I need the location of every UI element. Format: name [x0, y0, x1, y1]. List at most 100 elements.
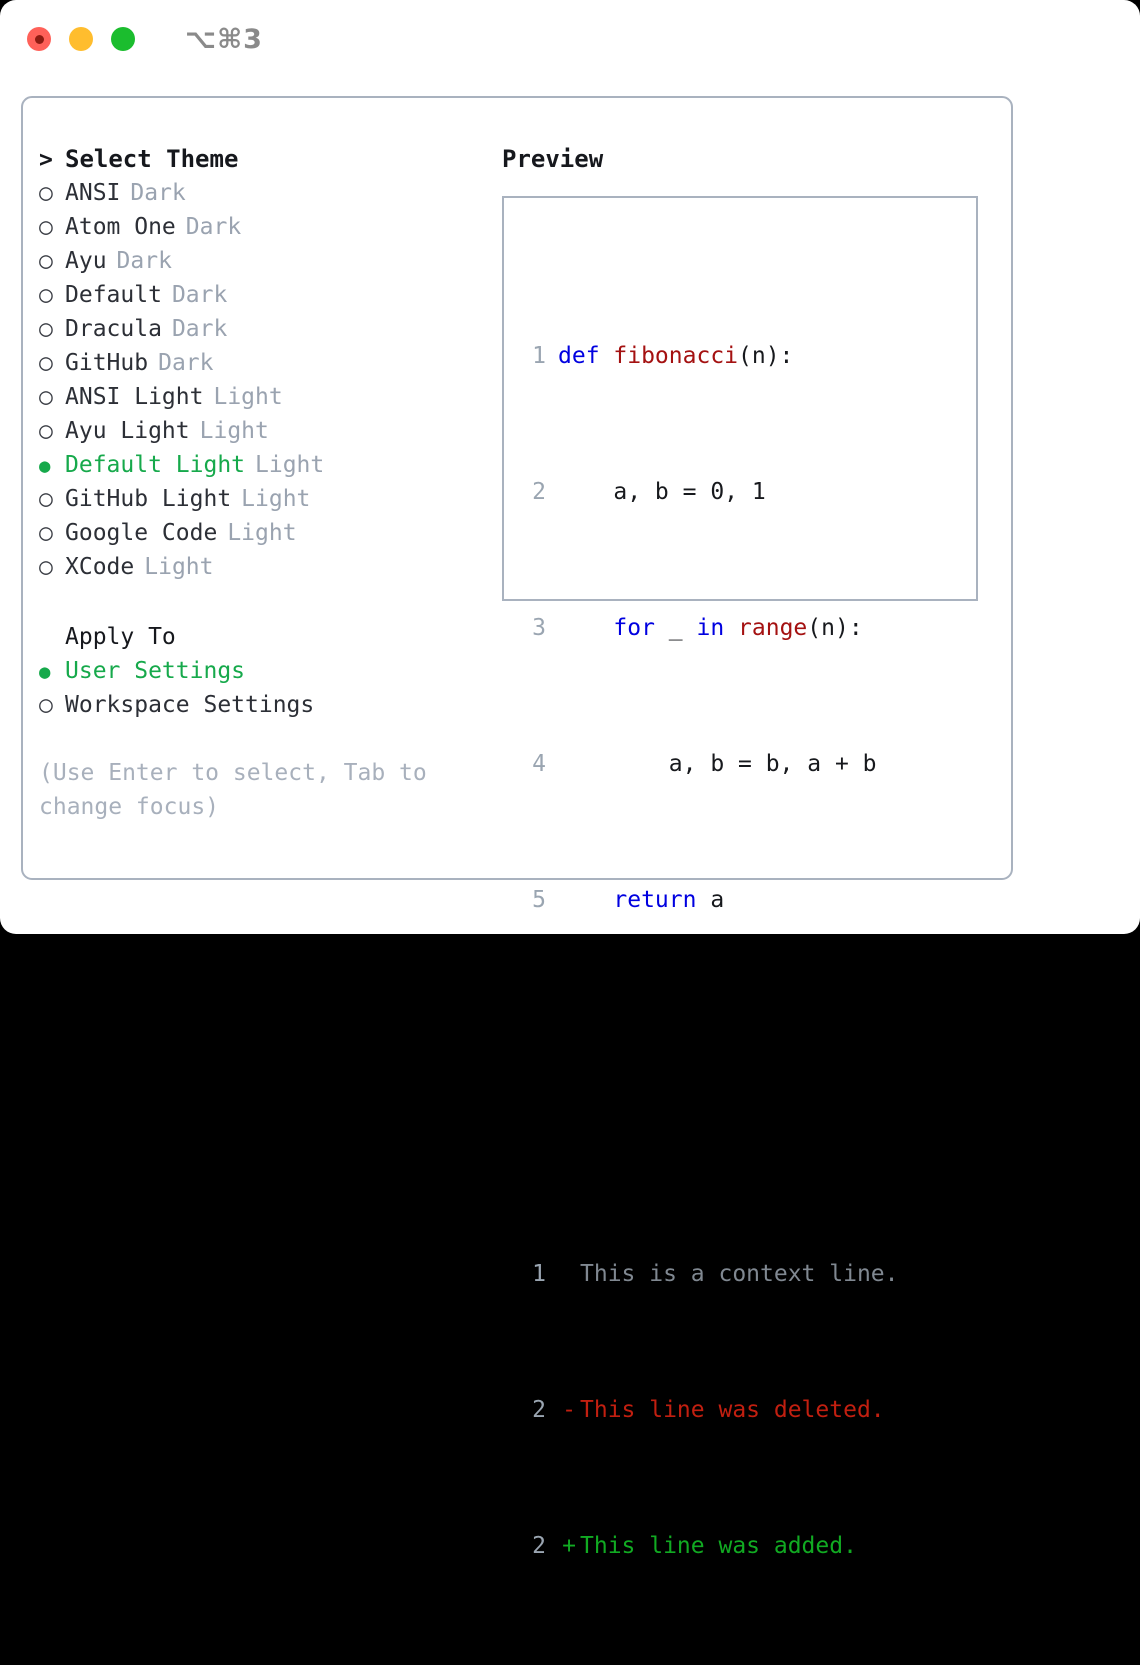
code-token: a, b = 0, 1 — [558, 479, 766, 505]
radio-unselected-icon[interactable]: ○ — [39, 486, 53, 512]
minimize-button-icon[interactable] — [69, 27, 93, 51]
code-token: for — [613, 615, 655, 641]
line-number: 4 — [532, 751, 546, 777]
list-gap-spacer — [39, 584, 499, 620]
code-line: 2 a, b = 0, 1 — [516, 475, 899, 509]
radio-unselected-icon[interactable]: ○ — [39, 248, 53, 274]
apply-to-title: Apply To — [65, 624, 176, 650]
code-blank-line — [516, 1121, 899, 1155]
prompt-caret-icon: > — [39, 147, 53, 173]
code-token: return — [613, 887, 697, 913]
theme-mode-badge: Light — [241, 486, 311, 512]
radio-unselected-icon[interactable]: ○ — [39, 214, 53, 240]
code-blank-line — [516, 1019, 899, 1053]
radio-selected-icon[interactable]: ● — [39, 661, 51, 683]
theme-name: Ayu Light — [65, 418, 190, 444]
line-number: 3 — [532, 615, 546, 641]
code-token: def — [558, 343, 614, 369]
code-token: (n): — [807, 615, 863, 641]
line-number: 2 — [532, 1397, 546, 1423]
line-number: 2 — [532, 1533, 546, 1559]
theme-name: GitHub — [65, 350, 149, 376]
preview-column: Preview 1 def fibonacci (n): 2 a, b = 0,… — [502, 142, 1002, 1559]
main-panel: > Select Theme ○ ANSI Dark ○ Atom One Da… — [21, 96, 1013, 1559]
radio-selected-icon[interactable]: ● — [39, 455, 51, 477]
theme-mode-badge: Light — [144, 554, 214, 580]
theme-mode-badge: Light — [213, 384, 283, 410]
apply-to-option-user-settings[interactable]: ● User Settings — [39, 654, 499, 688]
window-controls — [27, 27, 135, 51]
theme-mode-badge: Dark — [130, 180, 186, 206]
diff-sign — [558, 1257, 580, 1291]
theme-name: Atom One — [65, 214, 176, 240]
radio-unselected-icon[interactable]: ○ — [39, 692, 53, 718]
apply-to-option-workspace-settings[interactable]: ○ Workspace Settings — [39, 688, 499, 722]
radio-unselected-icon[interactable]: ○ — [39, 554, 53, 580]
title-bar: ⌥⌘3 — [0, 0, 1140, 78]
radio-unselected-icon[interactable]: ○ — [39, 350, 53, 376]
diff-text: This line was added. — [580, 1533, 857, 1559]
theme-name: Default — [65, 282, 162, 308]
diff-text: This line was deleted. — [580, 1397, 885, 1423]
diff-sign: + — [562, 1533, 576, 1559]
code-token: a, b = b, a + b — [558, 751, 877, 777]
radio-unselected-icon[interactable]: ○ — [39, 282, 53, 308]
close-button-icon[interactable] — [27, 27, 51, 51]
theme-option-atom-one-dark[interactable]: ○ Atom One Dark — [39, 210, 499, 244]
radio-unselected-icon[interactable]: ○ — [39, 384, 53, 410]
code-token: range — [738, 615, 808, 641]
line-number: 5 — [532, 887, 546, 913]
line-number: 1 — [532, 343, 546, 369]
radio-unselected-icon[interactable]: ○ — [39, 520, 53, 546]
code-line: 3 for _ in range (n): — [516, 611, 899, 645]
code-sample: 1 def fibonacci (n): 2 a, b = 0, 1 3 — [516, 237, 899, 1665]
code-token — [558, 611, 613, 645]
theme-mode-badge: Dark — [116, 248, 172, 274]
theme-option-google-code[interactable]: ○ Google Code Light — [39, 516, 499, 550]
theme-option-dracula-dark[interactable]: ○ Dracula Dark — [39, 312, 499, 346]
theme-option-default-light[interactable]: ● Default Light Light — [39, 448, 499, 482]
theme-option-ayu-dark[interactable]: ○ Ayu Dark — [39, 244, 499, 278]
theme-option-ayu-light[interactable]: ○ Ayu Light Light — [39, 414, 499, 448]
diff-line-context: 1 This is a context line. — [516, 1257, 899, 1291]
diff-line-deleted: 2 - This line was deleted. — [516, 1393, 899, 1427]
code-line: 4 a, b = b, a + b — [516, 747, 899, 781]
code-token: (n): — [738, 343, 794, 369]
apply-to-header: Apply To — [39, 620, 499, 654]
radio-unselected-icon[interactable]: ○ — [39, 418, 53, 444]
theme-option-github-light[interactable]: ○ GitHub Light Light — [39, 482, 499, 516]
theme-name: Ayu — [65, 248, 107, 274]
code-token: a — [696, 887, 725, 913]
theme-name: GitHub Light — [65, 486, 232, 512]
theme-mode-badge: Light — [255, 452, 325, 478]
code-line: 5 return a — [516, 883, 899, 917]
theme-option-github-dark[interactable]: ○ GitHub Dark — [39, 346, 499, 380]
diff-text: This is a context line. — [580, 1261, 899, 1287]
theme-name: Google Code — [65, 520, 218, 546]
code-token — [558, 883, 613, 917]
theme-option-default-dark[interactable]: ○ Default Dark — [39, 278, 499, 312]
keyboard-shortcut-label: ⌥⌘3 — [185, 23, 263, 55]
line-number: 2 — [532, 479, 546, 505]
radio-unselected-icon[interactable]: ○ — [39, 180, 53, 206]
apply-to-option-label: User Settings — [65, 658, 246, 684]
theme-option-ansi-dark[interactable]: ○ ANSI Dark — [39, 176, 499, 210]
theme-mode-badge: Light — [199, 418, 269, 444]
preview-title: Preview — [502, 145, 604, 173]
theme-mode-badge: Dark — [171, 282, 228, 308]
maximize-button-icon[interactable] — [111, 27, 135, 51]
line-number: 1 — [532, 1261, 546, 1287]
theme-name: Dracula — [65, 316, 162, 342]
radio-unselected-icon[interactable]: ○ — [39, 316, 53, 342]
theme-option-ansi-light[interactable]: ○ ANSI Light Light — [39, 380, 499, 414]
code-line: 1 def fibonacci (n): — [516, 339, 899, 373]
theme-option-xcode[interactable]: ○ XCode Light — [39, 550, 499, 584]
keyboard-hint-text: (Use Enter to select, Tab to change focu… — [39, 760, 427, 820]
code-token: in — [696, 615, 739, 641]
apply-to-option-label: Workspace Settings — [65, 692, 315, 718]
theme-mode-badge: Dark — [185, 214, 242, 240]
theme-selector-column: > Select Theme ○ ANSI Dark ○ Atom One Da… — [39, 142, 499, 824]
theme-mode-badge: Dark — [171, 316, 228, 342]
theme-mode-badge: Dark — [158, 350, 214, 376]
diff-sign: - — [562, 1397, 576, 1423]
